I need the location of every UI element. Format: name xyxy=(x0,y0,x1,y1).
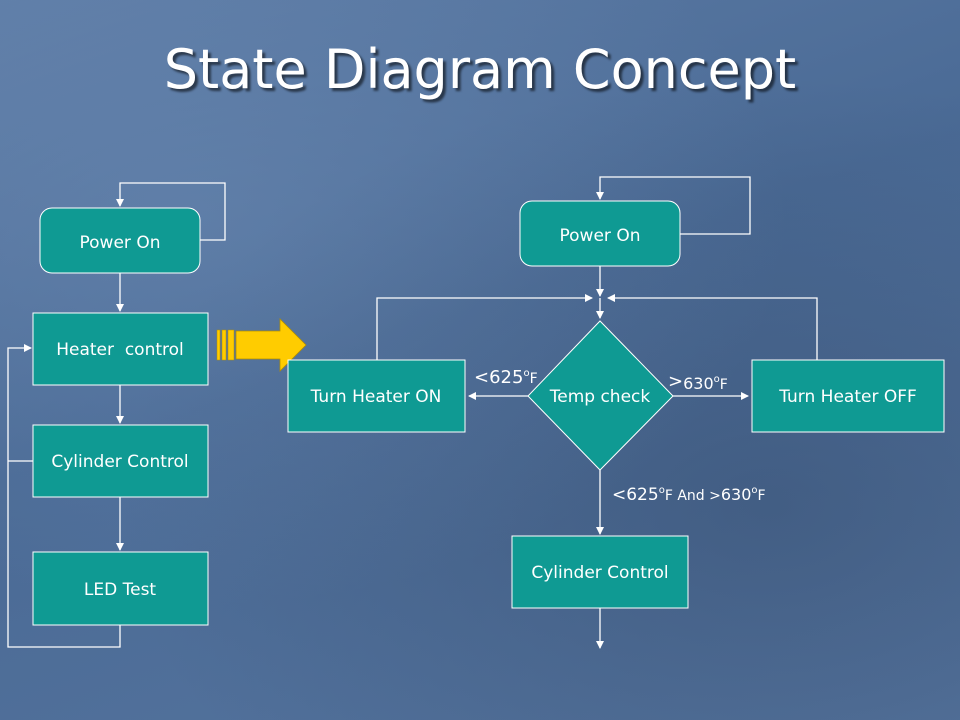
turn-heater-off-node: Turn Heater OFF xyxy=(751,359,945,433)
page-title: State Diagram Concept xyxy=(163,38,797,101)
turn-heater-on-label: Turn Heater ON xyxy=(310,387,442,407)
right-power-on-label: Power On xyxy=(560,226,641,246)
edge-label-low: <625oF xyxy=(474,367,538,388)
left-heater-control-label: Heater control xyxy=(56,340,184,360)
left-cylinder-control-label: Cylinder Control xyxy=(51,452,188,472)
edge-label-mid: <625oF And >630oF xyxy=(612,485,766,505)
left-cylinder-control-node: Cylinder Control xyxy=(32,424,209,498)
left-led-test-node: LED Test xyxy=(32,551,209,626)
turn-heater-off-label: Turn Heater OFF xyxy=(778,387,917,407)
temp-check-label: Temp check xyxy=(549,387,651,407)
right-connectors xyxy=(376,176,818,649)
turn-heater-on-node: Turn Heater ON xyxy=(287,359,466,433)
left-power-on-node: Power On xyxy=(39,207,201,274)
edge-label-high: >630oF xyxy=(668,371,728,393)
left-led-test-label: LED Test xyxy=(84,580,157,600)
left-power-on-label: Power On xyxy=(80,233,161,253)
right-cylinder-control-node: Cylinder Control xyxy=(511,535,689,609)
right-cylinder-control-label: Cylinder Control xyxy=(531,563,668,583)
left-heater-control-node: Heater control xyxy=(32,312,209,386)
right-power-on-node: Power On xyxy=(519,200,681,267)
left-connectors xyxy=(7,182,226,648)
temp-check-node: Temp check xyxy=(527,320,674,471)
yellow-block-arrow-icon xyxy=(216,318,307,372)
